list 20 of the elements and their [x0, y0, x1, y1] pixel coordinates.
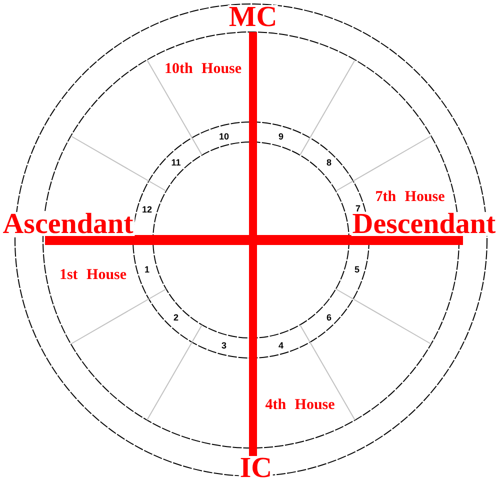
house-label: 4th House — [265, 398, 335, 412]
angle-label: MC — [228, 5, 278, 29]
house-label: 1st House — [59, 268, 127, 282]
house-label: 7th House — [375, 190, 445, 204]
house-number: 12 — [142, 206, 152, 214]
house-number: 5 — [354, 266, 360, 274]
house-number: 6 — [326, 314, 332, 322]
angle-label: Ascendant — [2, 212, 134, 236]
house-number: 7 — [356, 204, 360, 214]
house-number: 8 — [326, 158, 332, 168]
house-number: 1 — [144, 266, 150, 274]
house-label: 10th House — [164, 62, 242, 76]
house-number: 9 — [278, 132, 284, 142]
house-number: 3 — [222, 342, 226, 350]
house-number: 4 — [278, 342, 284, 350]
house-number: 10 — [219, 132, 229, 142]
house-number: 11 — [171, 158, 181, 168]
angle-label: IC — [238, 456, 274, 480]
angle-label: Descendant — [351, 212, 497, 236]
house-number: 2 — [174, 314, 178, 322]
